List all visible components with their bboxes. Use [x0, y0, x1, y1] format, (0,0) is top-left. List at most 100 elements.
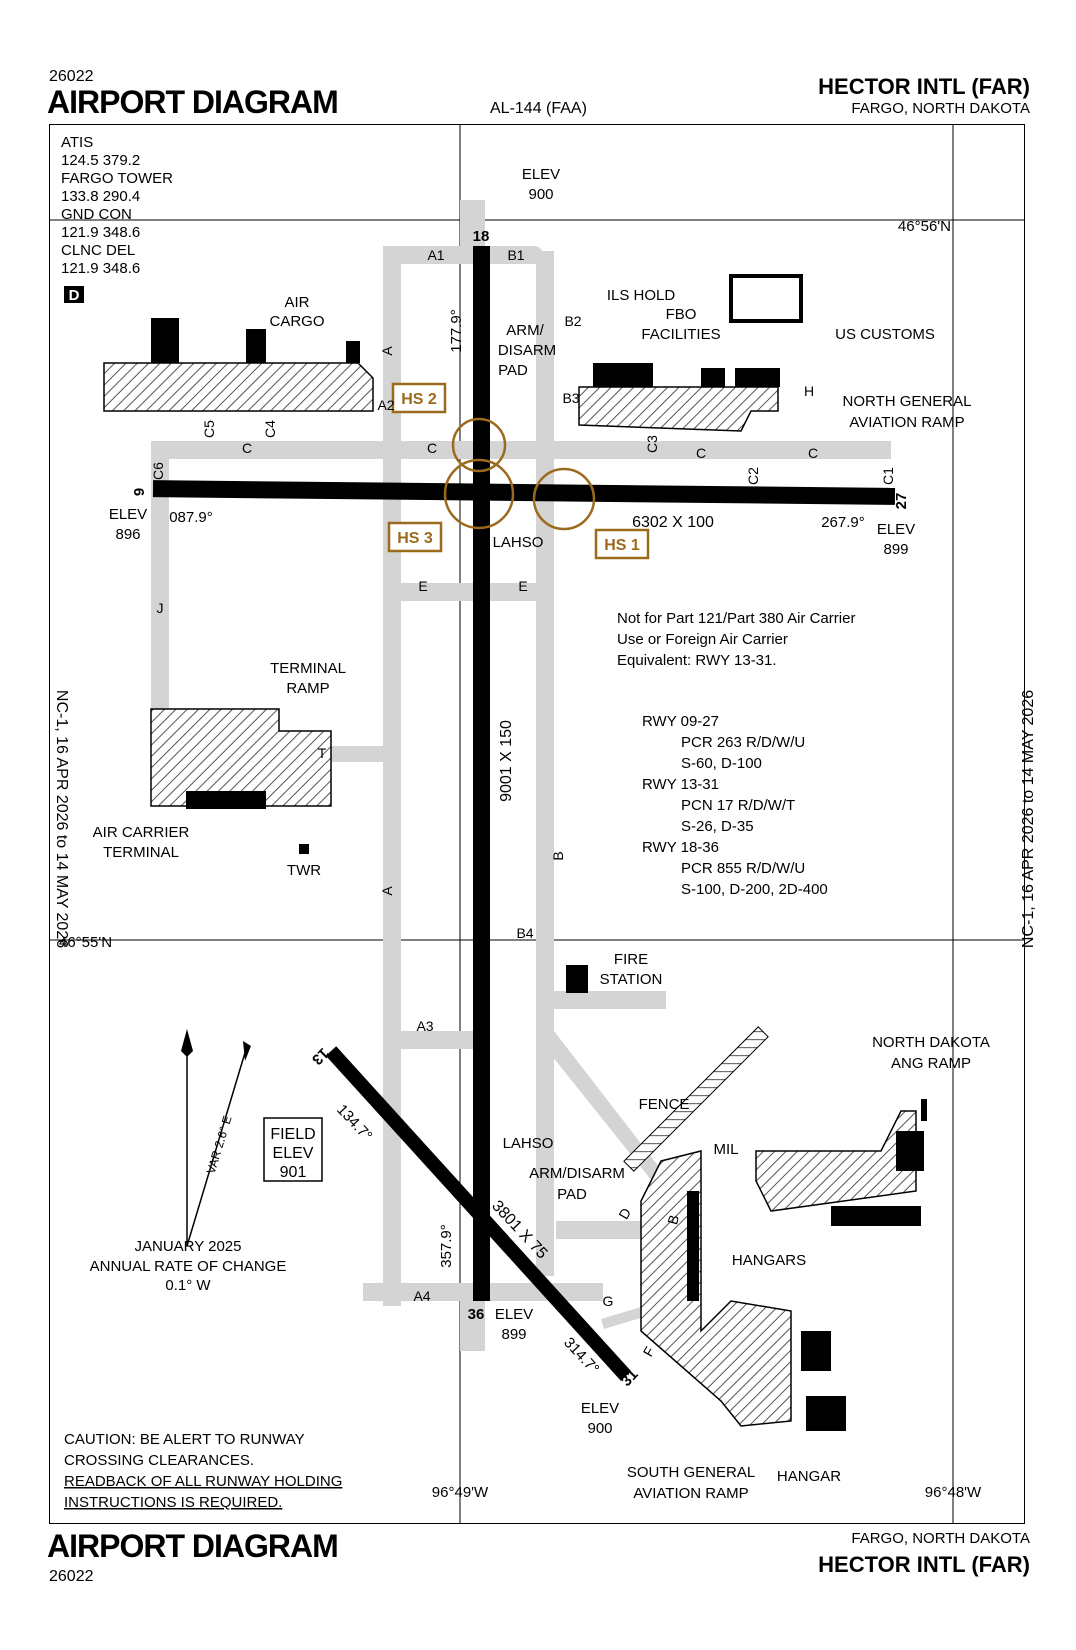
runway-18-36-dimensions: 9001 X 150	[498, 720, 515, 802]
terminal-ramp-label: TERMINAL	[270, 660, 346, 677]
air-cargo-building	[346, 341, 360, 363]
taxiway-h-label: H	[804, 383, 814, 399]
diagram-frame: 46°56'N 46°55'N 96°49'W 96°48'W	[49, 124, 1025, 1524]
elev-27-label: ELEV	[877, 521, 915, 538]
ils-hold-label: ILS HOLD	[607, 287, 676, 304]
tower-label: FARGO TOWER	[61, 170, 173, 187]
pcn-rwy: RWY 18-36	[642, 839, 719, 856]
lat-label-north: 46°56'N	[898, 218, 951, 235]
restriction-line-2: Use or Foreign Air Carrier	[617, 631, 788, 648]
air-cargo-label: AIR	[284, 294, 309, 311]
taxiway-a-label: A	[379, 886, 395, 896]
caution-line-2: CROSSING CLEARANCES.	[64, 1452, 254, 1469]
south-hangar-building	[806, 1396, 846, 1431]
caution-note: CAUTION: BE ALERT TO RUNWAY CROSSING CLE…	[64, 1431, 342, 1511]
fbo-label: FBO	[666, 306, 697, 323]
taxiway-a1-connector	[383, 246, 543, 264]
taxiway-a3-label: A3	[416, 1018, 433, 1034]
fire-station-label: STATION	[600, 971, 663, 988]
footer-title: AIRPORT DIAGRAM	[47, 1528, 339, 1564]
taxiway-d	[556, 1221, 661, 1239]
hot-spot-3-box[interactable]	[387, 521, 443, 553]
south-ga-ramp	[640, 1150, 792, 1427]
hangars-row	[687, 1191, 699, 1301]
magnetic-arrow-icon	[243, 1041, 251, 1061]
terminal-building	[186, 791, 266, 809]
taxiway-b2-label: B2	[564, 313, 581, 329]
taxiway-c	[151, 441, 891, 459]
taxiway-a-label: A	[379, 346, 395, 356]
restriction-note: Not for Part 121/Part 380 Air Carrier Us…	[617, 610, 855, 669]
al-number: AL-144 (FAA)	[490, 100, 587, 117]
fbo-label: FACILITIES	[641, 326, 720, 343]
arm-disarm-pad-label: DISARM	[498, 342, 556, 359]
south-ga-ramp-label: SOUTH GENERAL	[627, 1464, 755, 1481]
hot-spot-3-label: HS 3	[397, 530, 433, 547]
taxiway-b3-label: B3	[562, 390, 579, 406]
restriction-line-1: Not for Part 121/Part 380 Air Carrier	[617, 610, 855, 627]
hot-spot-circles	[443, 417, 596, 531]
north-ga-ramp-label: AVIATION RAMP	[849, 414, 964, 431]
fire-station-building	[566, 965, 588, 993]
frequency-block: ATIS 124.5 379.2 FARGO TOWER 133.8 290.4…	[61, 134, 173, 304]
field-elev-value: 901	[280, 1164, 307, 1181]
ramps	[103, 362, 917, 1427]
lon-label-west: 96°49'W	[432, 1484, 489, 1501]
taxiway-b-south-label: B	[664, 1213, 682, 1226]
taxiway-c4-label: C4	[262, 420, 278, 438]
arm-disarm-pad-label: ARM/	[506, 322, 544, 339]
page-title: AIRPORT DIAGRAM	[47, 84, 339, 120]
hot-spot-2-label: HS 2	[401, 391, 437, 408]
magnetic-north-line	[186, 1045, 248, 1247]
taxiway-b	[536, 251, 554, 1276]
caution-line-1: CAUTION: BE ALERT TO RUNWAY	[64, 1431, 305, 1448]
taxiway-e	[383, 583, 553, 601]
runway-9-heading: 087.9°	[169, 509, 213, 526]
runway-09-27	[152, 480, 896, 505]
elev-9-value: 896	[115, 526, 140, 543]
taxiway-f-label: F	[640, 1344, 658, 1359]
footer-document-id: 26022	[49, 1568, 94, 1585]
hangars-label: HANGARS	[732, 1252, 806, 1269]
hot-spot-3-circle	[443, 458, 515, 530]
runway-36-number: 36	[468, 1306, 485, 1323]
arm-disarm-south-label: ARM/DISARM	[529, 1165, 625, 1182]
nd-ang-building	[831, 1206, 921, 1226]
footer-airport-name: HECTOR INTL (FAR)	[818, 1552, 1030, 1577]
taxiway-t	[331, 746, 401, 762]
taxiway-c2-label: C2	[745, 467, 761, 485]
elev-36-value: 899	[501, 1326, 526, 1343]
hot-spot-1-label: HS 1	[604, 537, 640, 554]
lon-label-east: 96°48'W	[925, 1484, 982, 1501]
hot-spot-1-box[interactable]	[594, 528, 650, 560]
mil-label: MIL	[713, 1141, 738, 1158]
taxiway-c-label: C	[696, 445, 706, 461]
taxiway-a4-label: A4	[413, 1288, 430, 1304]
elev-31-label: ELEV	[581, 1400, 619, 1417]
atis-freq: 124.5 379.2	[61, 152, 140, 169]
document-id: 26022	[49, 68, 94, 85]
taxiway-fire	[536, 991, 666, 1009]
field-elev-label: FIELD	[270, 1126, 315, 1143]
elev-36-label: ELEV	[495, 1306, 533, 1323]
runway-36-overrun	[460, 1301, 485, 1351]
taxiway-c-label: C	[242, 440, 252, 456]
taxiway-j	[151, 441, 169, 721]
terminal-ramp	[150, 708, 332, 807]
runways	[152, 246, 896, 1381]
hangar-label: HANGAR	[777, 1468, 841, 1485]
nd-ang-ramp	[755, 1110, 917, 1212]
runway-18-number: 18	[473, 228, 490, 245]
taxiway-b1-label: B1	[507, 247, 524, 263]
taxiway-e-label: E	[418, 578, 427, 594]
hot-spot-2-box[interactable]	[391, 382, 447, 414]
pcn-value: PCN 17 R/D/W/T	[681, 797, 795, 814]
pcn-table: RWY 09-27 PCR 263 R/D/W/U S-60, D-100 RW…	[642, 713, 828, 898]
airport-diagram-svg: 46°56'N 46°55'N 96°49'W 96°48'W	[50, 125, 1024, 1523]
pcn-rwy: RWY 09-27	[642, 713, 719, 730]
elev-18-label: ELEV	[522, 166, 560, 183]
airport-city: FARGO, NORTH DAKOTA	[851, 100, 1030, 117]
taxiway-c6-label: C6	[150, 462, 166, 480]
taxiway-e-label: E	[518, 578, 527, 594]
field-elev-text: FIELD ELEV 901	[270, 1126, 315, 1181]
